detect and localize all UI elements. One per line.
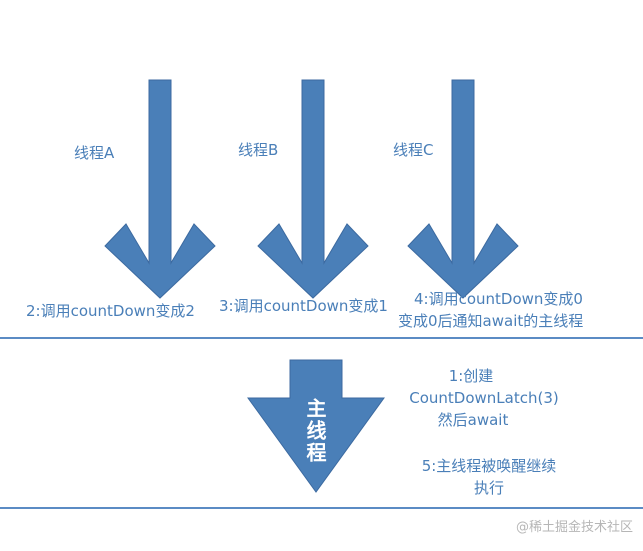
step1-line1: 1:创建 xyxy=(448,367,494,385)
thread-c-action-line2: 变成0后通知await的主线程 xyxy=(398,312,584,330)
thread-b-action: 3:调用countDown变成1 xyxy=(219,297,388,315)
step5-line1: 5:主线程被唤醒继续 xyxy=(421,457,557,475)
thread-a-arrow xyxy=(104,79,216,299)
thread-c-label: 线程C xyxy=(393,141,434,159)
thread-a-action: 2:调用countDown变成2 xyxy=(26,302,195,320)
watermark: @稀土掘金技术社区 xyxy=(515,520,633,535)
step1-line2: CountDownLatch(3) xyxy=(409,389,559,407)
thread-c-action-line1: 4:调用countDown变成0 xyxy=(414,290,583,308)
thread-c-arrow xyxy=(407,79,519,299)
thread-b-label: 线程B xyxy=(238,141,279,159)
main-thread-label: 主线程 xyxy=(303,398,327,464)
thread-a-label: 线程A xyxy=(74,144,115,162)
thread-b-arrow xyxy=(257,79,369,299)
step5-line2: 执行 xyxy=(473,479,504,497)
main-thread-arrow xyxy=(247,359,385,493)
bottom-divider xyxy=(0,507,643,509)
top-divider xyxy=(0,337,643,339)
step1-line3: 然后await xyxy=(437,411,509,429)
